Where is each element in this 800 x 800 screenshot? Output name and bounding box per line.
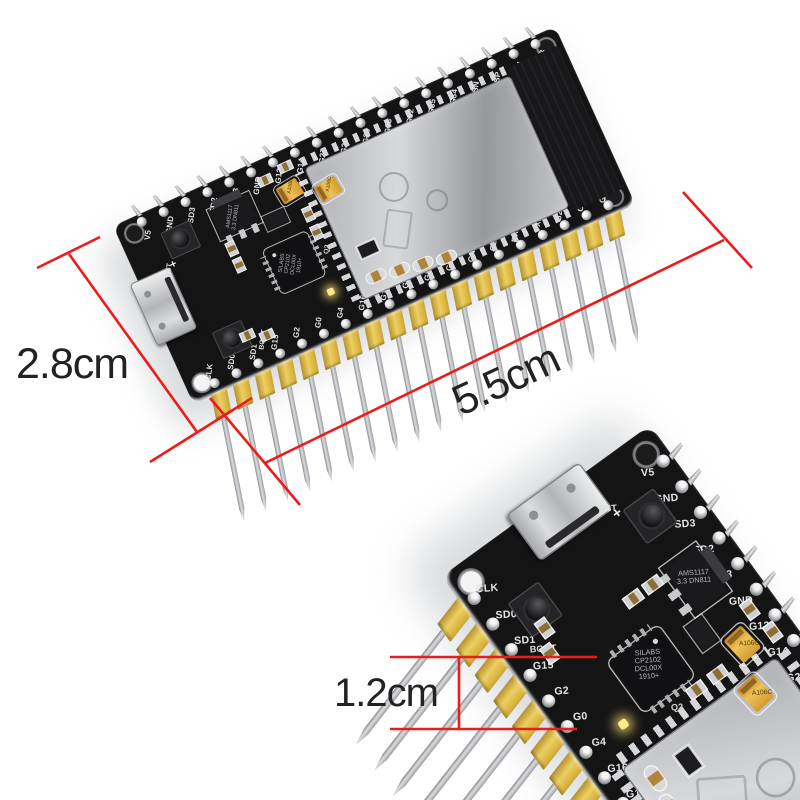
header-spacer <box>538 239 560 272</box>
header-spacer <box>232 377 254 411</box>
pin-length-label: 1.2cm <box>334 671 439 715</box>
pin-stub <box>436 66 449 79</box>
pcb: V5 GND SD3 SD2 G13 <box>442 425 800 800</box>
header-spacer <box>604 210 625 243</box>
header-spacer <box>363 318 385 351</box>
header-spacer <box>276 358 297 391</box>
usb-dimple <box>527 508 541 522</box>
pin-stub <box>458 56 471 69</box>
solder-pad <box>339 317 353 331</box>
small-ic <box>683 611 721 656</box>
passive-component <box>231 256 247 274</box>
q2-silkscreen: Q2 <box>323 244 332 255</box>
usb-slot <box>544 505 601 549</box>
usb-slot <box>164 276 190 323</box>
usb-dimple <box>143 289 153 299</box>
solder-pad <box>317 327 331 341</box>
usb-dimple <box>157 321 167 331</box>
header-spacer <box>429 289 450 322</box>
small-ic <box>260 205 291 234</box>
pin-stub <box>370 96 383 109</box>
pin-stub <box>283 135 296 148</box>
pin-label: SD3 <box>185 206 198 224</box>
pin-stub <box>195 175 208 188</box>
esp32-board-main: V5 GND SD3 SD2 G13 <box>95 26 635 403</box>
pin-stub <box>669 441 684 460</box>
pin-label: G2 <box>291 326 303 339</box>
q2-silkscreen: Q2 <box>670 703 684 714</box>
shield-logo <box>373 167 414 207</box>
pcb: V5 GND SD3 SD2 G13 <box>113 26 635 403</box>
pin-stub <box>502 36 515 49</box>
pin-stub <box>239 155 252 168</box>
pin-stub <box>327 115 340 128</box>
header-spacer <box>407 298 428 332</box>
usb-uart-chip: SILABS CP2102 DCL00X 1910+ <box>604 622 698 716</box>
pin-stub <box>217 165 230 178</box>
header-spacer <box>494 259 516 292</box>
button-cap <box>635 499 667 532</box>
passive-component <box>224 239 240 258</box>
shield-marking <box>695 774 749 800</box>
reset-button-label: RST <box>598 504 618 515</box>
pin-stub <box>152 194 165 207</box>
chip-pin1-dot <box>651 637 660 646</box>
pin-stub <box>706 493 721 512</box>
usb-dimple <box>564 481 578 495</box>
pin-label: CLK <box>203 362 216 381</box>
shield-logo <box>422 185 452 215</box>
shield-marking <box>382 208 413 250</box>
pin-stub <box>687 467 702 486</box>
header-spacer <box>582 219 603 253</box>
solder-pad <box>507 47 521 61</box>
pin-stub <box>762 570 777 589</box>
board-width-label: 2.8cm <box>16 340 129 388</box>
pin-label: G4 <box>335 306 346 319</box>
pin-stub <box>392 86 405 99</box>
header-spacer <box>319 338 341 371</box>
chip-pin1-dot <box>271 252 277 258</box>
length-extension-right <box>682 191 753 269</box>
pin-stub <box>724 518 739 537</box>
width-extension-top <box>36 235 101 270</box>
passive-component <box>621 587 646 610</box>
pin-stub <box>261 145 274 158</box>
header-spacer <box>210 387 232 420</box>
pin-stub <box>780 595 795 614</box>
header-spacer <box>516 249 538 282</box>
pin-stub <box>414 76 427 89</box>
header-spacer <box>254 368 275 401</box>
usb-uart-chip: SILABS CP2102 DCL00X 1910+ <box>261 229 328 296</box>
header-spacer <box>473 269 494 302</box>
esp32-board-closeup: V5 GND SD3 SD2 G13 <box>442 408 800 800</box>
pin-stub <box>174 185 187 198</box>
solder-pad <box>135 215 149 229</box>
pin-label: V5 <box>142 229 153 241</box>
header-spacer <box>385 308 407 341</box>
header-spacer <box>341 328 363 361</box>
pin-label: G0 <box>313 316 325 329</box>
solder-pad <box>295 336 309 351</box>
button-cap <box>169 227 192 251</box>
shield-logo <box>747 749 800 800</box>
pin-stub <box>524 27 537 40</box>
header-spacer <box>451 279 472 312</box>
pin-stub <box>480 46 493 59</box>
header-spacer <box>298 348 319 381</box>
pin-stub <box>130 204 143 217</box>
header-spacer <box>560 229 582 262</box>
pin-stub <box>305 125 318 138</box>
pin-stub <box>743 544 758 563</box>
pin-stub <box>349 106 362 119</box>
